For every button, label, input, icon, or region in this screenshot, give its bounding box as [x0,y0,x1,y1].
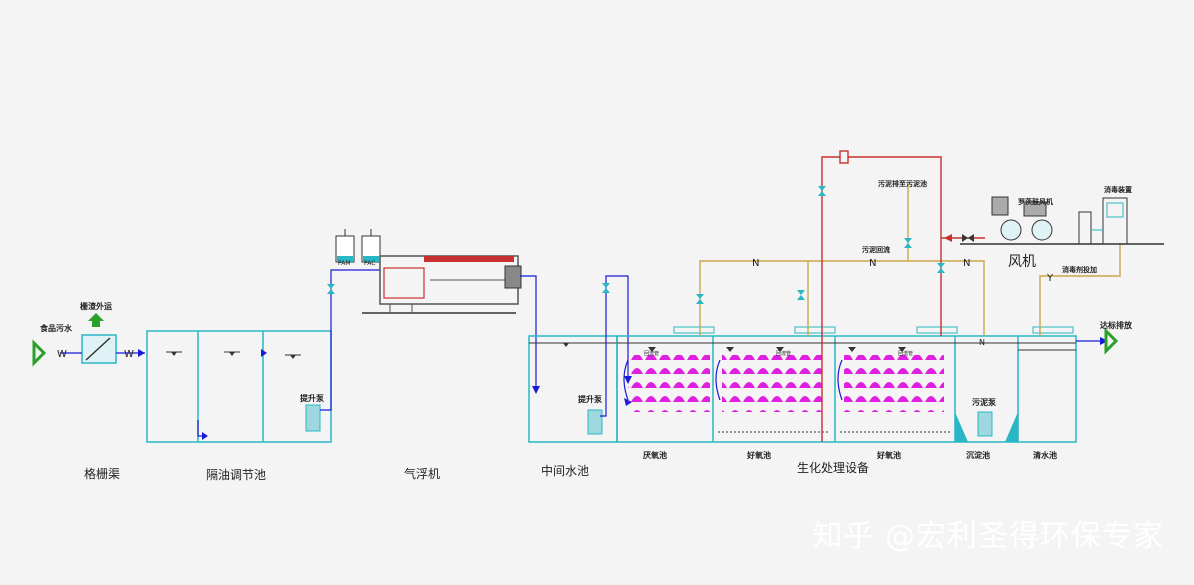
residue-out-label: 栅渣外运 [80,301,112,311]
n-label-1: N [752,258,759,269]
discharge-label: 达标排放 [1100,320,1133,330]
outlet-arrow-icon [1104,327,1119,355]
aerobic-label-2: 好氧池 [876,450,901,460]
air-flotation-label: 气浮机 [404,466,440,481]
pac-label: PAC [364,260,375,267]
bio-treatment-unit [616,326,1077,443]
disinfection-device [1078,197,1128,245]
disinfect-device-label: 消毒装置 [1104,185,1132,194]
sludge-return-label: 污泥回流 [862,245,890,254]
mid-tank-label: 中间水池 [541,463,589,478]
oil-separation-tank [146,289,332,443]
roots-blower-label: 罗茨鼓风机 [1018,197,1053,206]
sludge-to-tank-label: 污泥排至污泥池 [878,179,927,188]
w-label-1: W [57,349,67,360]
lift-pump-label-2: 提升泵 [578,394,602,404]
watermark: 知乎 @宏利圣得环保专家 [812,519,1164,554]
dosing-tanks [330,229,381,289]
disinfect-dosing-label: 消毒剂投加 [1062,265,1097,274]
tag-3: 回流管 [898,350,913,357]
residue-up-arrow-icon [88,313,104,327]
valve-icons [327,186,945,304]
anoxic-label: 厌氧池 [643,450,667,460]
pam-label: PAM [338,260,351,267]
middle-tank [528,275,632,443]
roots-blower [960,196,1164,245]
tag-1: 回流管 [644,350,659,357]
aerobic-label-1: 好氧池 [746,450,771,460]
bio-media [628,355,944,412]
sludge-pump-label: 污泥泵 [972,397,996,407]
air-pipes [699,183,1121,336]
y-label: Y [1046,273,1054,284]
n-label-4: N [979,338,985,347]
discharge-outlet [1076,337,1108,345]
tag-2: 回流管 [776,350,791,357]
screen-channel [60,334,145,364]
n-label-2: N [869,258,876,269]
lift-pump-label-1: 提升泵 [300,393,324,403]
screen-channel-label: 格栅渠 [84,466,120,481]
air-flotation-machine [362,255,540,394]
clear-tank-label: 清水池 [1033,450,1057,460]
food-wastewater-label: 食品污水 [40,323,73,333]
inlet-arrow-icon [32,339,47,367]
w-label-2: W [124,349,134,360]
n-label-3: N [963,258,970,269]
settling-label: 沉淀池 [966,450,990,460]
oil-tank-label: 隔油调节池 [206,468,266,482]
bio-equipment-label: 生化处理设备 [797,461,869,475]
blower-label: 风机 [1008,254,1036,270]
